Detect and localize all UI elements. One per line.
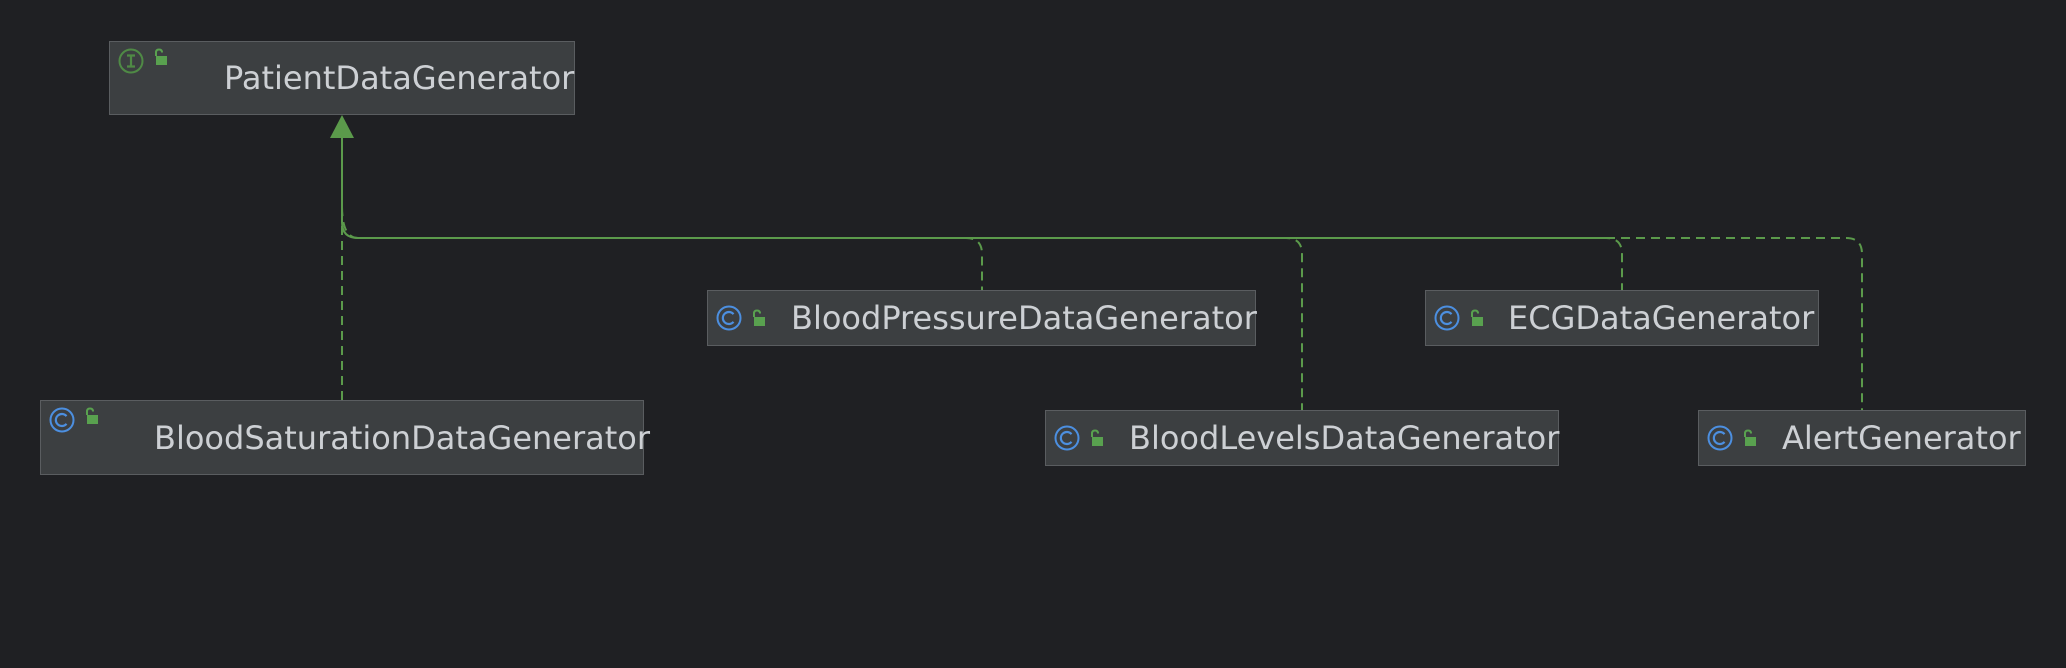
class-icon bbox=[1434, 305, 1460, 331]
class-node-blood-levels-data-generator[interactable]: BloodLevelsDataGenerator bbox=[1045, 410, 1559, 466]
public-visibility-icon bbox=[1744, 429, 1756, 446]
interface-name: PatientDataGenerator bbox=[224, 59, 575, 97]
interface-icon bbox=[118, 48, 144, 74]
class-icon bbox=[716, 305, 742, 331]
public-visibility-icon bbox=[753, 309, 765, 326]
class-node-blood-saturation-data-generator[interactable]: BloodSaturationDataGenerator bbox=[40, 400, 650, 475]
public-visibility-icon bbox=[1471, 309, 1483, 326]
class-name: BloodPressureDataGenerator bbox=[791, 299, 1257, 337]
public-visibility-icon bbox=[86, 407, 98, 424]
class-node-ecg-data-generator[interactable]: ECGDataGenerator bbox=[1425, 290, 1819, 346]
class-node-alert-generator[interactable]: AlertGenerator bbox=[1698, 410, 2026, 466]
interface-node-patient-data-generator[interactable]: PatientDataGenerator bbox=[109, 41, 575, 115]
class-name: ECGDataGenerator bbox=[1508, 299, 1815, 337]
class-icon bbox=[1707, 425, 1733, 451]
class-name: BloodLevelsDataGenerator bbox=[1129, 419, 1560, 457]
connector-ecg bbox=[1286, 237, 1623, 290]
class-name: BloodSaturationDataGenerator bbox=[154, 418, 651, 457]
class-icon bbox=[49, 407, 75, 433]
public-visibility-icon bbox=[1091, 429, 1103, 446]
class-icon bbox=[1054, 425, 1080, 451]
connector-alert bbox=[1606, 237, 1863, 410]
public-visibility-icon bbox=[155, 48, 167, 65]
class-name: AlertGenerator bbox=[1782, 419, 2021, 457]
inheritance-arrowhead bbox=[330, 115, 354, 138]
connector-trunk bbox=[341, 136, 1606, 239]
class-node-blood-pressure-data-generator[interactable]: BloodPressureDataGenerator bbox=[707, 290, 1257, 346]
